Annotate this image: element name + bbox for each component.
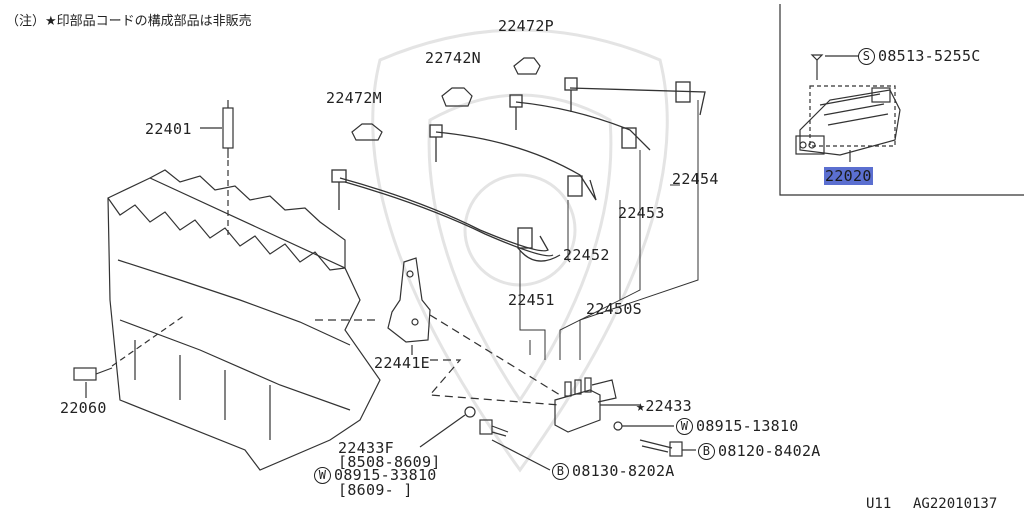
coil-22020-drawing bbox=[795, 87, 901, 156]
washer-marker-icon: W bbox=[314, 467, 331, 484]
part-22020-highlight: 22020 bbox=[824, 167, 873, 185]
footer-page: U11 bbox=[866, 496, 892, 512]
part-22433F-label[interactable]: 22433F bbox=[338, 439, 394, 457]
fastener-code: 08915-13810 bbox=[696, 417, 799, 435]
supply-note: （注）★印部品コードの構成部品は非販売 bbox=[6, 14, 252, 29]
screw-08513-drawing bbox=[810, 54, 824, 80]
footer-code: AG22010137 bbox=[913, 496, 998, 512]
bolt-marker-icon: B bbox=[552, 463, 569, 480]
clip-22472P-drawing bbox=[513, 57, 541, 75]
part-22453-label[interactable]: 22453 bbox=[618, 204, 665, 222]
part-22433F-range: [8508-8609] bbox=[338, 453, 441, 471]
part-22451-label[interactable]: 22451 bbox=[508, 291, 555, 309]
inset-frame bbox=[779, 4, 1024, 196]
fastener-08915-33810-range: [8609- ] bbox=[338, 481, 413, 499]
part-22020-label[interactable]: 22020 bbox=[824, 167, 873, 185]
cylinder-head-drawing bbox=[107, 169, 381, 471]
part-22742N-label[interactable]: 22742N bbox=[425, 49, 481, 67]
fastener-code: 08130-8202A bbox=[572, 462, 675, 480]
washer-33810-drawing bbox=[464, 406, 476, 418]
coil-bracket-drawing bbox=[387, 257, 431, 343]
part-22060-label[interactable]: 22060 bbox=[60, 399, 107, 417]
part-22450S-label[interactable]: 22450S bbox=[586, 300, 642, 318]
bolt-08120-drawing bbox=[639, 439, 683, 457]
ignition-leads-drawing bbox=[331, 77, 706, 262]
coil-pack-drawing bbox=[554, 377, 617, 433]
part-22472P-label[interactable]: 22472P bbox=[498, 17, 554, 35]
fastener-code: 08513-5255C bbox=[878, 47, 981, 65]
clip-22472M-drawing bbox=[351, 123, 383, 141]
part-22452-label[interactable]: 22452 bbox=[563, 246, 610, 264]
bolt-08130-drawing bbox=[479, 419, 509, 437]
spark-plug-drawing bbox=[222, 100, 234, 158]
part-22433-label[interactable]: ★22433 bbox=[636, 397, 692, 415]
clip-22742N-drawing bbox=[441, 87, 473, 107]
part-22441E-label[interactable]: 22441E bbox=[374, 354, 430, 372]
washer-drawing bbox=[613, 421, 623, 431]
temp-sensor-drawing bbox=[73, 367, 113, 381]
bolt-marker-icon: B bbox=[698, 443, 715, 460]
washer-marker-icon: W bbox=[676, 418, 693, 435]
part-22454-label[interactable]: 22454 bbox=[672, 170, 719, 188]
fastener-code: 08915-33810 bbox=[334, 466, 437, 484]
part-22401-label[interactable]: 22401 bbox=[145, 120, 192, 138]
fastener-code: 08120-8402A bbox=[718, 442, 821, 460]
part-22472M-label[interactable]: 22472M bbox=[326, 89, 382, 107]
screw-marker-icon: S bbox=[858, 48, 875, 65]
